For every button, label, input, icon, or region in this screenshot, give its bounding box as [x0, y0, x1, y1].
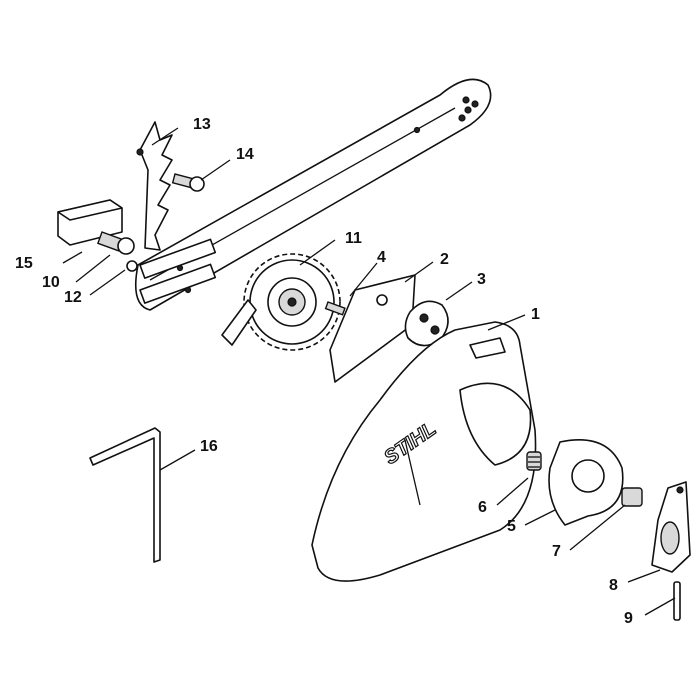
pin [673, 581, 681, 621]
guide-bar [134, 78, 492, 311]
collar-nut [404, 300, 449, 347]
spring [526, 451, 542, 471]
callout-9: 9 [624, 610, 633, 627]
cover-plate [329, 274, 416, 383]
callout-2: 2 [440, 251, 449, 268]
sprocket-cover: STIHL [311, 321, 537, 582]
bumper-spike [136, 121, 173, 251]
screw-part-10 [96, 231, 135, 255]
callout-10: 10 [42, 274, 60, 291]
tensioner-gear [221, 253, 341, 351]
callout-4: 4 [377, 249, 386, 266]
brake-disc [548, 439, 624, 526]
callout-12: 12 [64, 289, 82, 306]
leader-lines [62, 127, 676, 616]
screw-part-14 [171, 173, 205, 192]
lever [651, 481, 691, 573]
callout-6: 6 [478, 499, 487, 516]
nut-part-12 [126, 260, 138, 272]
callout-15: 15 [15, 255, 33, 272]
callout-labels: 13 14 11 4 2 3 1 15 10 12 16 6 5 7 8 9 [15, 116, 633, 627]
callout-5: 5 [507, 518, 516, 535]
callout-14: 14 [236, 146, 254, 163]
callout-8: 8 [609, 577, 618, 594]
callout-7: 7 [552, 543, 561, 560]
callout-11: 11 [345, 230, 362, 247]
pad [621, 487, 643, 507]
hex-key [89, 427, 161, 563]
callout-1: 1 [531, 306, 540, 323]
callout-16: 16 [200, 438, 218, 455]
screw-part-4 [324, 301, 346, 316]
callout-13: 13 [193, 116, 211, 133]
callout-3: 3 [477, 271, 486, 288]
